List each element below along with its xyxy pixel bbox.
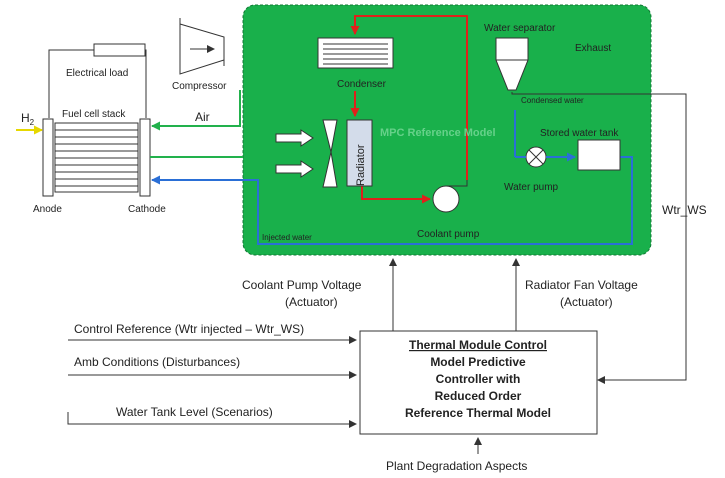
water-separator-label: Water separator — [484, 23, 556, 34]
stored-water-tank — [577, 139, 621, 171]
cathode-label: Cathode — [128, 204, 166, 215]
electrical-load-label: Electrical load — [66, 68, 128, 79]
water-pump-label: Water pump — [504, 182, 559, 193]
control-reference-label: Control Reference (Wtr injected – Wtr_WS… — [74, 322, 304, 336]
fuel-cell-stack-label: Fuel cell stack — [62, 109, 126, 120]
injected-water-line — [151, 156, 633, 245]
condensed-water-label: Condensed water — [521, 96, 584, 105]
airflow-arrow-upper — [275, 129, 314, 147]
amb-conditions-label: Amb Conditions (Disturbances) — [74, 355, 240, 369]
injected-water-label: Injected water — [262, 233, 312, 242]
condenser — [317, 37, 394, 69]
exhaust-label: Exhaust — [575, 43, 611, 54]
h2-label: H2 — [21, 111, 35, 127]
coolant-loop-top — [350, 15, 468, 180]
controller-line-1: Model Predictive — [430, 355, 526, 369]
radiator — [346, 119, 373, 187]
coolant-pump-label: Coolant pump — [417, 229, 480, 240]
fuel-cell-stack-cells — [55, 129, 138, 187]
radiator-fan-voltage-label: Radiator Fan Voltage — [525, 278, 638, 292]
coolant-pump-actuator-label: (Actuator) — [285, 295, 338, 309]
plant-degradation-label: Plant Degradation Aspects — [386, 459, 527, 473]
radiator-fan — [322, 119, 338, 188]
coolant-pump — [432, 185, 460, 213]
air-label: Air — [195, 110, 210, 124]
radiator-fan-actuator-label: (Actuator) — [560, 295, 613, 309]
controller-line-4: Reference Thermal Model — [405, 406, 551, 420]
water-tank-level-arrow — [67, 412, 357, 428]
wtr-ws-label: Wtr_WS — [662, 203, 707, 217]
cathode-plate — [139, 118, 151, 197]
condenser-fins — [323, 43, 388, 65]
coolant-radiator-to-pump — [361, 186, 431, 204]
mpc-reference-model-label: MPC Reference Model — [380, 127, 496, 139]
controller-line-2: Controller with — [436, 372, 521, 386]
controller-line-3: Reduced Order — [435, 389, 522, 403]
air-line — [151, 90, 241, 131]
wtr-ws-line — [511, 92, 687, 384]
compressor-label: Compressor — [172, 81, 227, 92]
coolant-pump-voltage-label: Coolant Pump Voltage — [242, 278, 362, 292]
electrical-load-resistor — [93, 43, 146, 57]
condenser-label: Condenser — [337, 79, 387, 90]
water-tank-level-label: Water Tank Level (Scenarios) — [116, 405, 273, 419]
water-pump-cross — [528, 149, 544, 165]
thermal-module-control-box — [359, 330, 598, 435]
anode-label: Anode — [33, 204, 62, 215]
anode-plate — [42, 118, 54, 197]
radiator-label: Radiator — [355, 144, 367, 186]
electrical-load-circuit — [48, 49, 147, 118]
controller-title: Thermal Module Control — [409, 338, 547, 352]
coolant-pump-outlet — [446, 180, 468, 187]
stored-water-tank-label: Stored water tank — [540, 128, 619, 139]
airflow-arrow-lower — [275, 160, 314, 178]
